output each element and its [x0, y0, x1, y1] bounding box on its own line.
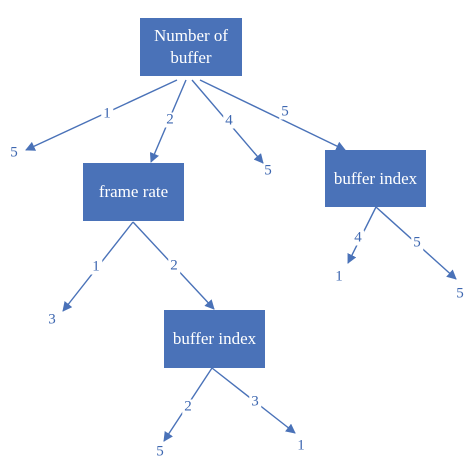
node-frame-rate-label: frame rate	[98, 182, 169, 201]
node-number-of-buffer: Number of buffer	[140, 18, 242, 76]
edge-label-buffer-index-lower-3: 3	[249, 393, 261, 410]
edge-label-buffer-index-lower-2: 2	[182, 398, 194, 415]
edge-label-frame-rate-1: 1	[90, 258, 102, 275]
leaf-value-root-5b: 5	[264, 162, 272, 179]
edge-label-buffer-index-right-4: 4	[352, 229, 364, 246]
leaf-value-buffer-index-lower-5: 5	[156, 443, 164, 460]
node-buffer-index-right-label: buffer index	[333, 168, 418, 188]
leaf-value-buffer-index-right-1: 1	[335, 268, 343, 285]
edge-label-frame-rate-2: 2	[168, 257, 180, 274]
edge-label-root-2: 2	[164, 111, 176, 128]
leaf-value-buffer-index-right-5: 5	[456, 285, 464, 302]
edge-label-root-5: 5	[279, 103, 291, 120]
node-buffer-index-lower: buffer index	[164, 310, 265, 368]
edge-label-root-1: 1	[101, 105, 113, 122]
leaf-value-root-5: 5	[10, 144, 18, 161]
leaf-value-buffer-index-lower-1: 1	[297, 437, 305, 454]
edge-label-root-4: 4	[223, 112, 235, 129]
node-buffer-index-right: buffer index	[325, 150, 426, 207]
edge-root-to-buffer-index	[199, 79, 346, 151]
node-number-of-buffer-label: Number of buffer	[153, 26, 229, 67]
node-buffer-index-lower-label: buffer index	[172, 329, 257, 348]
edge-label-buffer-index-right-5: 5	[411, 234, 423, 251]
leaf-value-frame-rate-3: 3	[48, 311, 56, 328]
node-frame-rate: frame rate	[83, 163, 184, 221]
